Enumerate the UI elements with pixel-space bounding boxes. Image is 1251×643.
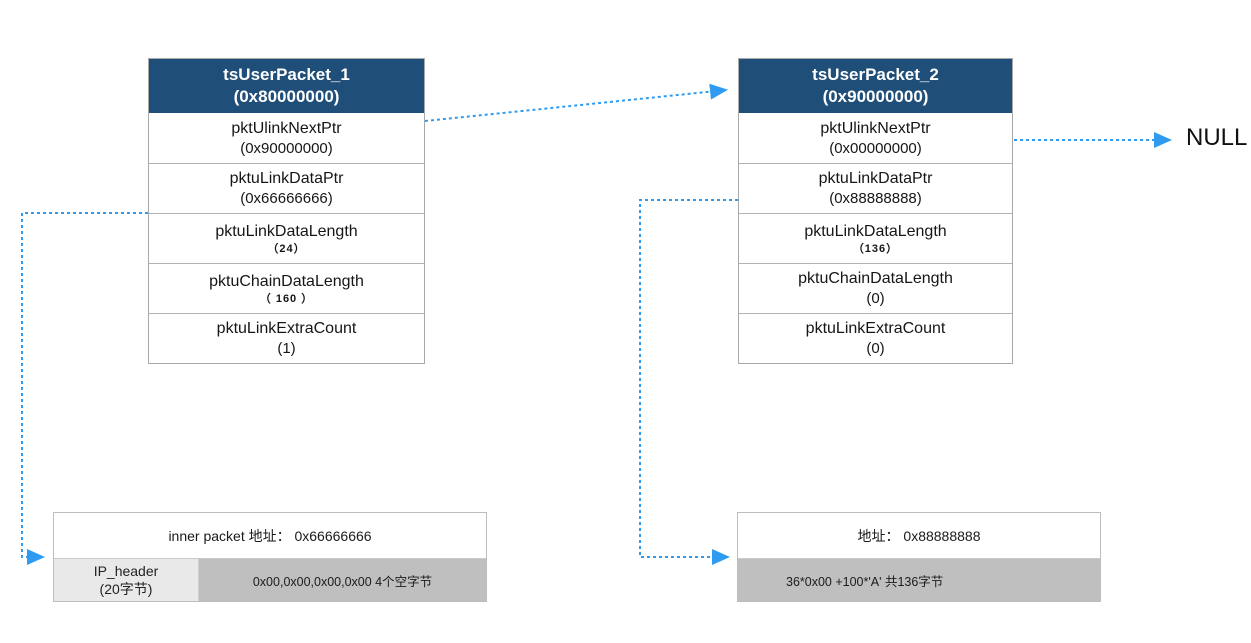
arrow-packet1-next-to-packet2: [424, 83, 728, 122]
field-name: pktuChainDataLength: [798, 270, 953, 288]
packet2-header: tsUserPacket_2 (0x90000000): [739, 59, 1012, 113]
packet1-address: (0x80000000): [233, 87, 340, 106]
buffer2-data-cell: 36*0x00 +100*'A' 共136字节: [738, 559, 1100, 601]
buffer1-box: inner packet 地址： 0x66666666 IP_header (2…: [53, 512, 487, 602]
buffer2-title: 地址： 0x88888888: [738, 513, 1100, 558]
buffer2-box: 地址： 0x88888888 36*0x00 +100*'A' 共136字节: [737, 512, 1101, 602]
buffer1-ip-header-cell: IP_header (20字节): [54, 559, 199, 601]
field-name: pktuLinkExtraCount: [805, 320, 946, 338]
field-value: （136）: [852, 242, 899, 255]
packet2-table: tsUserPacket_2 (0x90000000) pktUlinkNext…: [738, 58, 1013, 364]
null-terminator-label: NULL: [1186, 124, 1248, 151]
packet2-name: tsUserPacket_2: [812, 64, 939, 84]
field-name: pktuLinkDataLength: [215, 222, 358, 240]
field-name: pktuChainDataLength: [209, 272, 364, 290]
field-value: (1): [277, 340, 296, 358]
field-name: pktUlinkNextPtr: [820, 119, 931, 137]
field-value: (0): [866, 340, 885, 358]
field-value: （ 160 ）: [259, 292, 314, 305]
table-row: pktuLinkDataPtr (0x88888888): [739, 163, 1012, 213]
field-name: pktUlinkNextPtr: [231, 119, 342, 137]
packet2-address: (0x90000000): [822, 87, 929, 106]
ip-header-size: (20字节): [99, 581, 153, 597]
field-name: pktuLinkDataLength: [804, 222, 947, 240]
field-value: (0): [866, 290, 885, 308]
field-value: (0x66666666): [240, 190, 333, 208]
table-row: pktuLinkDataPtr (0x66666666): [149, 163, 424, 213]
buffer1-body: IP_header (20字节) 0x00,0x00,0x00,0x00 4个空…: [54, 558, 486, 601]
field-name: pktuLinkExtraCount: [216, 320, 357, 338]
field-value: (0x88888888): [829, 190, 922, 208]
table-row: pktUlinkNextPtr (0x90000000): [149, 113, 424, 163]
field-value: (0x90000000): [240, 139, 333, 157]
table-row: pktuChainDataLength (0): [739, 263, 1012, 313]
table-row: pktuChainDataLength （ 160 ）: [149, 263, 424, 313]
packet1-name: tsUserPacket_1: [223, 64, 350, 84]
buffer1-data-cell: 0x00,0x00,0x00,0x00 4个空字节: [199, 559, 486, 601]
ip-header-label: IP_header: [93, 562, 159, 579]
buffer2-body: 36*0x00 +100*'A' 共136字节: [738, 558, 1100, 601]
table-row: pktuLinkExtraCount (1): [149, 313, 424, 363]
table-row: pktuLinkDataLength （136）: [739, 213, 1012, 263]
field-name: pktuLinkDataPtr: [818, 170, 933, 188]
packet1-header: tsUserPacket_1 (0x80000000): [149, 59, 424, 113]
buffer1-title: inner packet 地址： 0x66666666: [54, 513, 486, 558]
table-row: pktuLinkExtraCount (0): [739, 313, 1012, 363]
field-value: (0x00000000): [829, 139, 922, 157]
table-row: pktuLinkDataLength （24）: [149, 213, 424, 263]
field-value: （24）: [267, 242, 306, 255]
field-name: pktuLinkDataPtr: [229, 170, 344, 188]
packet1-table: tsUserPacket_1 (0x80000000) pktUlinkNext…: [148, 58, 425, 364]
table-row: pktUlinkNextPtr (0x00000000): [739, 113, 1012, 163]
arrow-packet1-dataptr-to-buffer1: [21, 212, 148, 565]
arrow-packet2-dataptr-to-buffer2: [639, 199, 738, 565]
